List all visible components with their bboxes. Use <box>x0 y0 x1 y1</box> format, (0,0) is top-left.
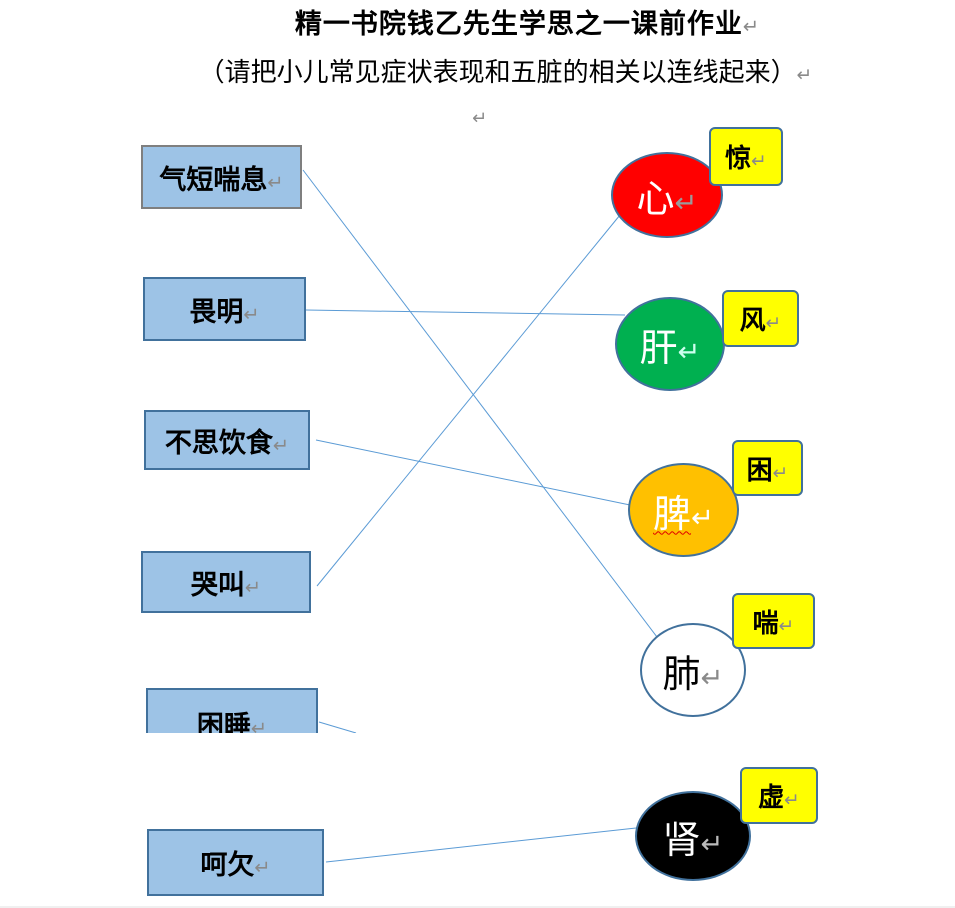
organ-circle-lung[interactable]: 肺↵ <box>640 623 746 717</box>
connector-line <box>315 439 631 506</box>
symptom-label: 哭叫 <box>190 569 245 601</box>
paragraph-mark-icon: ↵ <box>700 828 724 860</box>
tag-label: 困 <box>746 455 773 486</box>
paragraph-mark-icon: ↵ <box>765 313 782 334</box>
connector-line <box>302 169 658 638</box>
symptom-label: 气短喘息 <box>159 164 268 196</box>
organ-tag[interactable]: 虚↵ <box>740 767 818 824</box>
organ-circle-heart[interactable]: 心↵ <box>611 152 723 238</box>
document-title: 精一书院钱乙先生学思之一课前作业↵ <box>294 9 761 40</box>
paragraph-mark-icon: ↵ <box>751 151 767 172</box>
document-subtitle: （请把小儿常见症状表现和五脏的相关以连线起来）↵ <box>198 58 813 88</box>
tag-label: 风 <box>739 306 766 336</box>
organ-circle-spleen[interactable]: 脾↵ <box>628 463 739 557</box>
organ-label: 脾 <box>653 491 692 536</box>
tag-label: 喘 <box>752 608 779 639</box>
organ-tag[interactable]: 惊↵ <box>709 127 783 186</box>
organ-tag[interactable]: 困↵ <box>732 440 803 496</box>
organ-label: 肺 <box>662 651 701 696</box>
paragraph-mark-icon: ↵ <box>742 15 761 38</box>
paragraph-mark-icon: ↵ <box>674 187 698 219</box>
symptom-box[interactable]: 哭叫↵ <box>141 551 311 613</box>
paragraph-mark-icon: ↵ <box>677 336 701 368</box>
connector-line <box>325 827 637 863</box>
paragraph-mark-icon: ↵ <box>244 575 262 599</box>
organ-tag[interactable]: 风↵ <box>722 290 799 347</box>
symptom-label: 畏明 <box>189 296 244 328</box>
symptom-label: 呵欠 <box>200 850 255 881</box>
tag-label: 虚 <box>758 783 785 813</box>
symptom-box[interactable]: 畏明↵ <box>143 277 306 341</box>
symptom-box[interactable]: 不思饮食↵ <box>144 410 310 470</box>
connector-line <box>318 721 357 734</box>
paragraph-mark-icon: ↵ <box>700 662 724 694</box>
organ-label: 肾 <box>662 817 701 862</box>
symptom-label: 不思饮食 <box>164 427 273 459</box>
paragraph-mark-icon: ↵ <box>778 615 795 637</box>
symptom-box[interactable]: 呵欠↵ <box>147 829 324 896</box>
organ-tag[interactable]: 喘↵ <box>732 593 815 649</box>
page-break-gap <box>100 733 400 755</box>
paragraph-mark-icon: ↵ <box>691 502 714 534</box>
connector-line <box>316 214 621 587</box>
organ-label: 心 <box>636 176 675 221</box>
connector-line <box>305 309 626 316</box>
paragraph-mark-icon: ↵ <box>243 302 260 326</box>
organ-circle-liver[interactable]: 肝↵ <box>615 297 725 391</box>
paragraph-mark-icon: ↵ <box>254 856 271 879</box>
paragraph-mark-icon: ↵ <box>272 433 290 457</box>
paragraph-mark-icon: ↵ <box>772 462 789 484</box>
organ-circle-kidney[interactable]: 肾↵ <box>635 791 751 881</box>
organ-label: 肝 <box>639 325 678 370</box>
paragraph-mark-icon: ↵ <box>267 170 284 194</box>
tag-label: 惊 <box>725 144 752 174</box>
page-divider <box>0 906 955 908</box>
symptom-box[interactable]: 气短喘息↵ <box>141 145 302 209</box>
paragraph-mark-icon: ↵ <box>784 790 800 811</box>
paragraph-mark-icon: ↵ <box>472 108 488 129</box>
paragraph-mark-icon: ↵ <box>796 65 813 86</box>
